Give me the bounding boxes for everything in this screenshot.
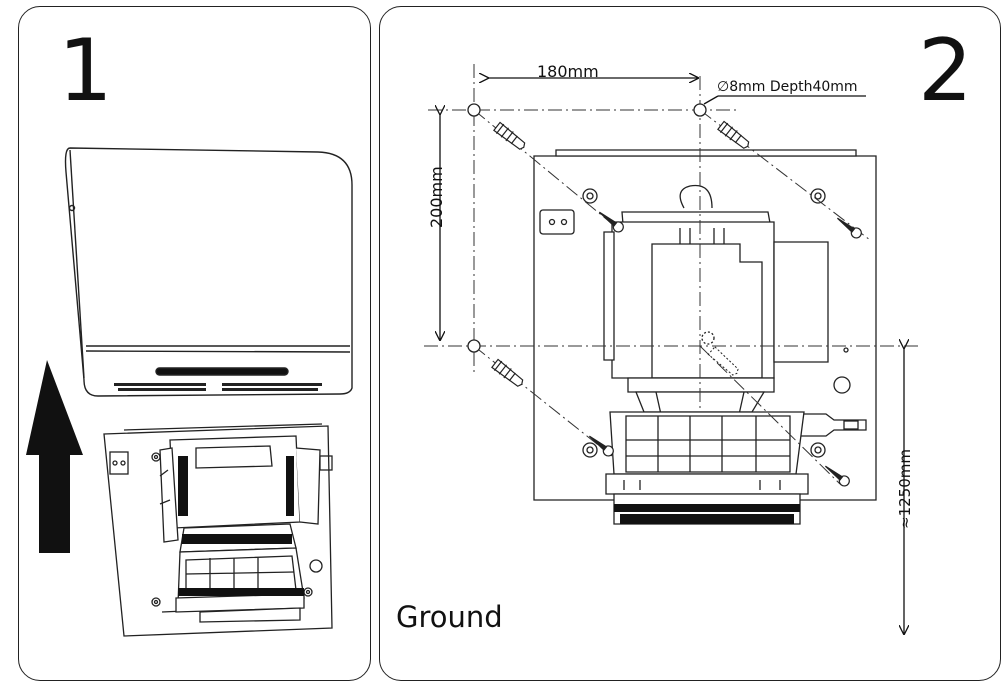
drill-holes	[467, 103, 715, 353]
motor-unit-2	[603, 184, 829, 525]
hole-spacing-vertical-label: 200mm	[427, 166, 446, 228]
step-number-2: 2	[918, 21, 973, 121]
screw	[836, 217, 862, 239]
screw	[824, 465, 850, 487]
cover-vents	[114, 383, 322, 391]
up-arrow-icon	[26, 360, 83, 553]
wall-anchor	[493, 121, 526, 150]
motor-shading-2	[614, 504, 800, 524]
motor-shading-1	[178, 456, 304, 596]
mount-height-label: ≈1250mm	[896, 449, 914, 529]
hole-spec-label: ∅8mm Depth40mm	[717, 79, 858, 95]
dimension-lines	[440, 78, 904, 634]
hole-spacing-horizontal-label: 180mm	[537, 62, 599, 81]
ground-label: Ground	[396, 600, 503, 634]
screw	[588, 435, 614, 457]
wall-anchor	[717, 120, 750, 149]
dryer-cover	[64, 147, 353, 397]
step-number-1: 1	[58, 21, 113, 121]
wall-anchor	[491, 358, 524, 387]
screw	[598, 211, 624, 233]
